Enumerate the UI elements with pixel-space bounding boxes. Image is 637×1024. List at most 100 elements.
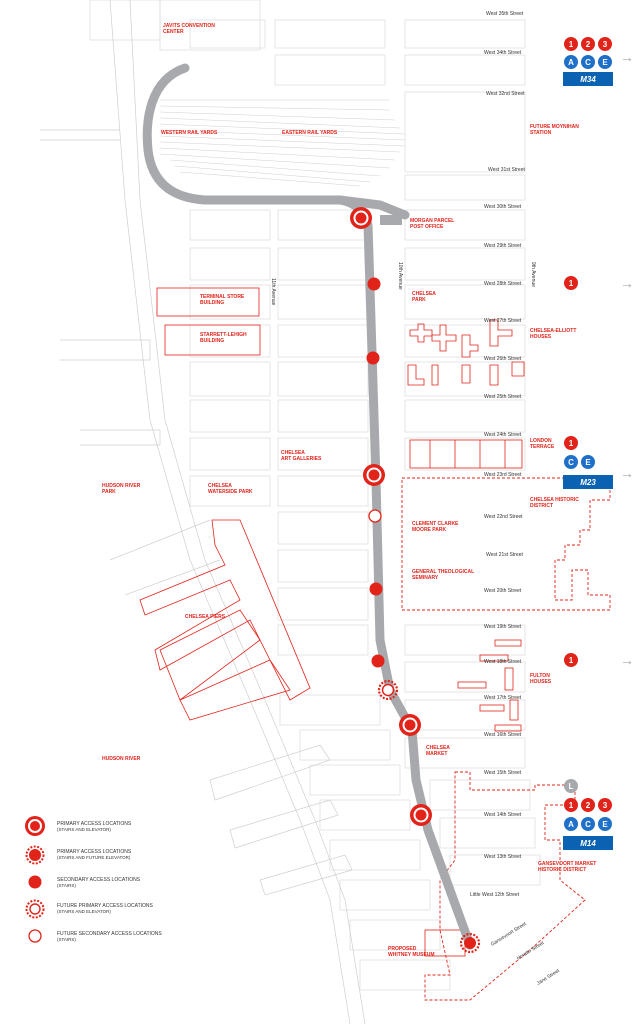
- svg-text:M14: M14: [580, 839, 596, 848]
- svg-text:West 30th Street: West 30th Street: [484, 204, 522, 210]
- high-line-spur: [335, 195, 410, 220]
- svg-text:1: 1: [569, 439, 574, 448]
- primary-access-23rd: [363, 464, 385, 486]
- svg-text:West 27th Street: West 27th Street: [484, 318, 522, 324]
- primary-access-14th: [410, 804, 432, 826]
- primary-future-elevator-gansevoort: [459, 932, 481, 954]
- svg-text:West 32nd Street: West 32nd Street: [486, 91, 525, 97]
- svg-text:M34: M34: [580, 75, 596, 84]
- future-primary-17th: [377, 679, 399, 701]
- svg-text:West 22nd Street: West 22nd Street: [484, 514, 523, 520]
- svg-text:West 14th Street: West 14th Street: [484, 812, 522, 818]
- svg-text:C: C: [568, 458, 574, 467]
- svg-text:→: →: [620, 275, 634, 291]
- street-labels: West 35th Street West 34th Street West 3…: [270, 11, 561, 987]
- svg-text:Little West 12th Street: Little West 12th Street: [470, 892, 520, 898]
- post-office-spur: [380, 215, 402, 225]
- legend-future-secondary: FUTURE SECONDARY ACCESS LOCATIONS (STAIR…: [28, 929, 162, 943]
- svg-text:L: L: [569, 782, 574, 791]
- access-points: [350, 207, 481, 954]
- transit-28th: 1 →: [564, 275, 634, 291]
- primary-access-16th: [399, 714, 421, 736]
- svg-text:(STAIRS AND ELEVATOR): (STAIRS AND ELEVATOR): [57, 827, 111, 832]
- svg-text:Gansevoort Street: Gansevoort Street: [490, 921, 528, 948]
- svg-text:1: 1: [569, 40, 574, 49]
- transit-14th: L 1 2 3 A C E M14: [563, 779, 613, 850]
- legend-secondary-access: SECONDARY ACCESS LOCATIONS (STAIRS): [28, 875, 141, 889]
- secondary-access-26th: [366, 351, 380, 365]
- svg-text:(STAIRS AND ELEVATOR): (STAIRS AND ELEVATOR): [57, 909, 111, 914]
- svg-text:1: 1: [569, 801, 574, 810]
- svg-text:West 23rd Street: West 23rd Street: [484, 472, 522, 478]
- svg-text:11th Avenue: 11th Avenue: [270, 278, 276, 306]
- svg-text:CHELSEA PIERS: CHELSEA PIERS: [185, 614, 226, 620]
- svg-text:Jane Street: Jane Street: [536, 968, 561, 987]
- svg-text:West 31st Street: West 31st Street: [488, 167, 525, 173]
- shoreline: [40, 0, 366, 1024]
- svg-text:West 20th Street: West 20th Street: [484, 588, 522, 594]
- svg-text:West 34th Street: West 34th Street: [484, 50, 522, 56]
- svg-text:Horatio Street: Horatio Street: [516, 940, 546, 962]
- svg-text:9th Avenue: 9th Avenue: [530, 262, 536, 287]
- transit-34th: 1 2 3 A C E M34 →: [563, 37, 634, 86]
- svg-text:WESTERN RAIL YARDS: WESTERN RAIL YARDS: [161, 130, 218, 136]
- svg-text:1: 1: [569, 656, 574, 665]
- svg-text:West 21st Street: West 21st Street: [486, 552, 523, 558]
- svg-text:West 29th Street: West 29th Street: [484, 243, 522, 249]
- svg-text:HUDSON RIVER: HUDSON RIVER: [102, 756, 141, 762]
- rail-yard-tracks: [159, 99, 406, 187]
- svg-text:2: 2: [586, 40, 591, 49]
- transit-23rd: 1 C E M23 →: [563, 436, 634, 489]
- svg-text:→: →: [620, 49, 634, 65]
- secondary-access-20th: [369, 582, 383, 596]
- svg-text:10th Avenue: 10th Avenue: [397, 262, 403, 290]
- primary-access-30th: [350, 207, 372, 229]
- legend-future-primary: FUTURE PRIMARY ACCESS LOCATIONS (STAIRS …: [25, 899, 154, 919]
- svg-text:(STAIRS AND FUTURE ELEVATOR): (STAIRS AND FUTURE ELEVATOR): [57, 855, 131, 860]
- svg-text:A: A: [568, 820, 574, 829]
- svg-text:E: E: [602, 58, 608, 67]
- svg-text:EASTERN RAIL YARDS: EASTERN RAIL YARDS: [282, 130, 338, 136]
- svg-text:3: 3: [603, 801, 608, 810]
- svg-text:West 25th Street: West 25th Street: [484, 394, 522, 400]
- svg-text:→: →: [620, 652, 634, 668]
- legend-primary-access: PRIMARY ACCESS LOCATIONS (STAIRS AND ELE…: [25, 816, 132, 836]
- red-buildings: [139, 287, 525, 957]
- future-secondary-22nd: [368, 509, 382, 523]
- svg-text:West 28th Street: West 28th Street: [484, 281, 522, 287]
- svg-text:FUTURE PRIMARY ACCESS LOCATION: FUTURE PRIMARY ACCESS LOCATIONS: [57, 903, 154, 909]
- secondary-access-28th: [367, 277, 381, 291]
- svg-text:West 18th Street: West 18th Street: [484, 659, 522, 665]
- svg-text:→: →: [620, 465, 634, 481]
- svg-text:West 26th Street: West 26th Street: [484, 356, 522, 362]
- svg-text:SECONDARY ACCESS LOCATIONS: SECONDARY ACCESS LOCATIONS: [57, 877, 141, 883]
- svg-text:2: 2: [586, 801, 591, 810]
- svg-text:A: A: [568, 58, 574, 67]
- svg-text:PRIMARY ACCESS LOCATIONS: PRIMARY ACCESS LOCATIONS: [57, 849, 132, 855]
- svg-text:West 15th Street: West 15th Street: [484, 770, 522, 776]
- svg-text:West 17th Street: West 17th Street: [484, 695, 522, 701]
- svg-text:C: C: [585, 820, 591, 829]
- svg-text:West 19th Street: West 19th Street: [484, 624, 522, 630]
- svg-text:C: C: [585, 58, 591, 67]
- transit-18th: 1 →: [564, 652, 634, 668]
- svg-text:(STAIRS): (STAIRS): [57, 883, 76, 888]
- svg-text:E: E: [602, 820, 608, 829]
